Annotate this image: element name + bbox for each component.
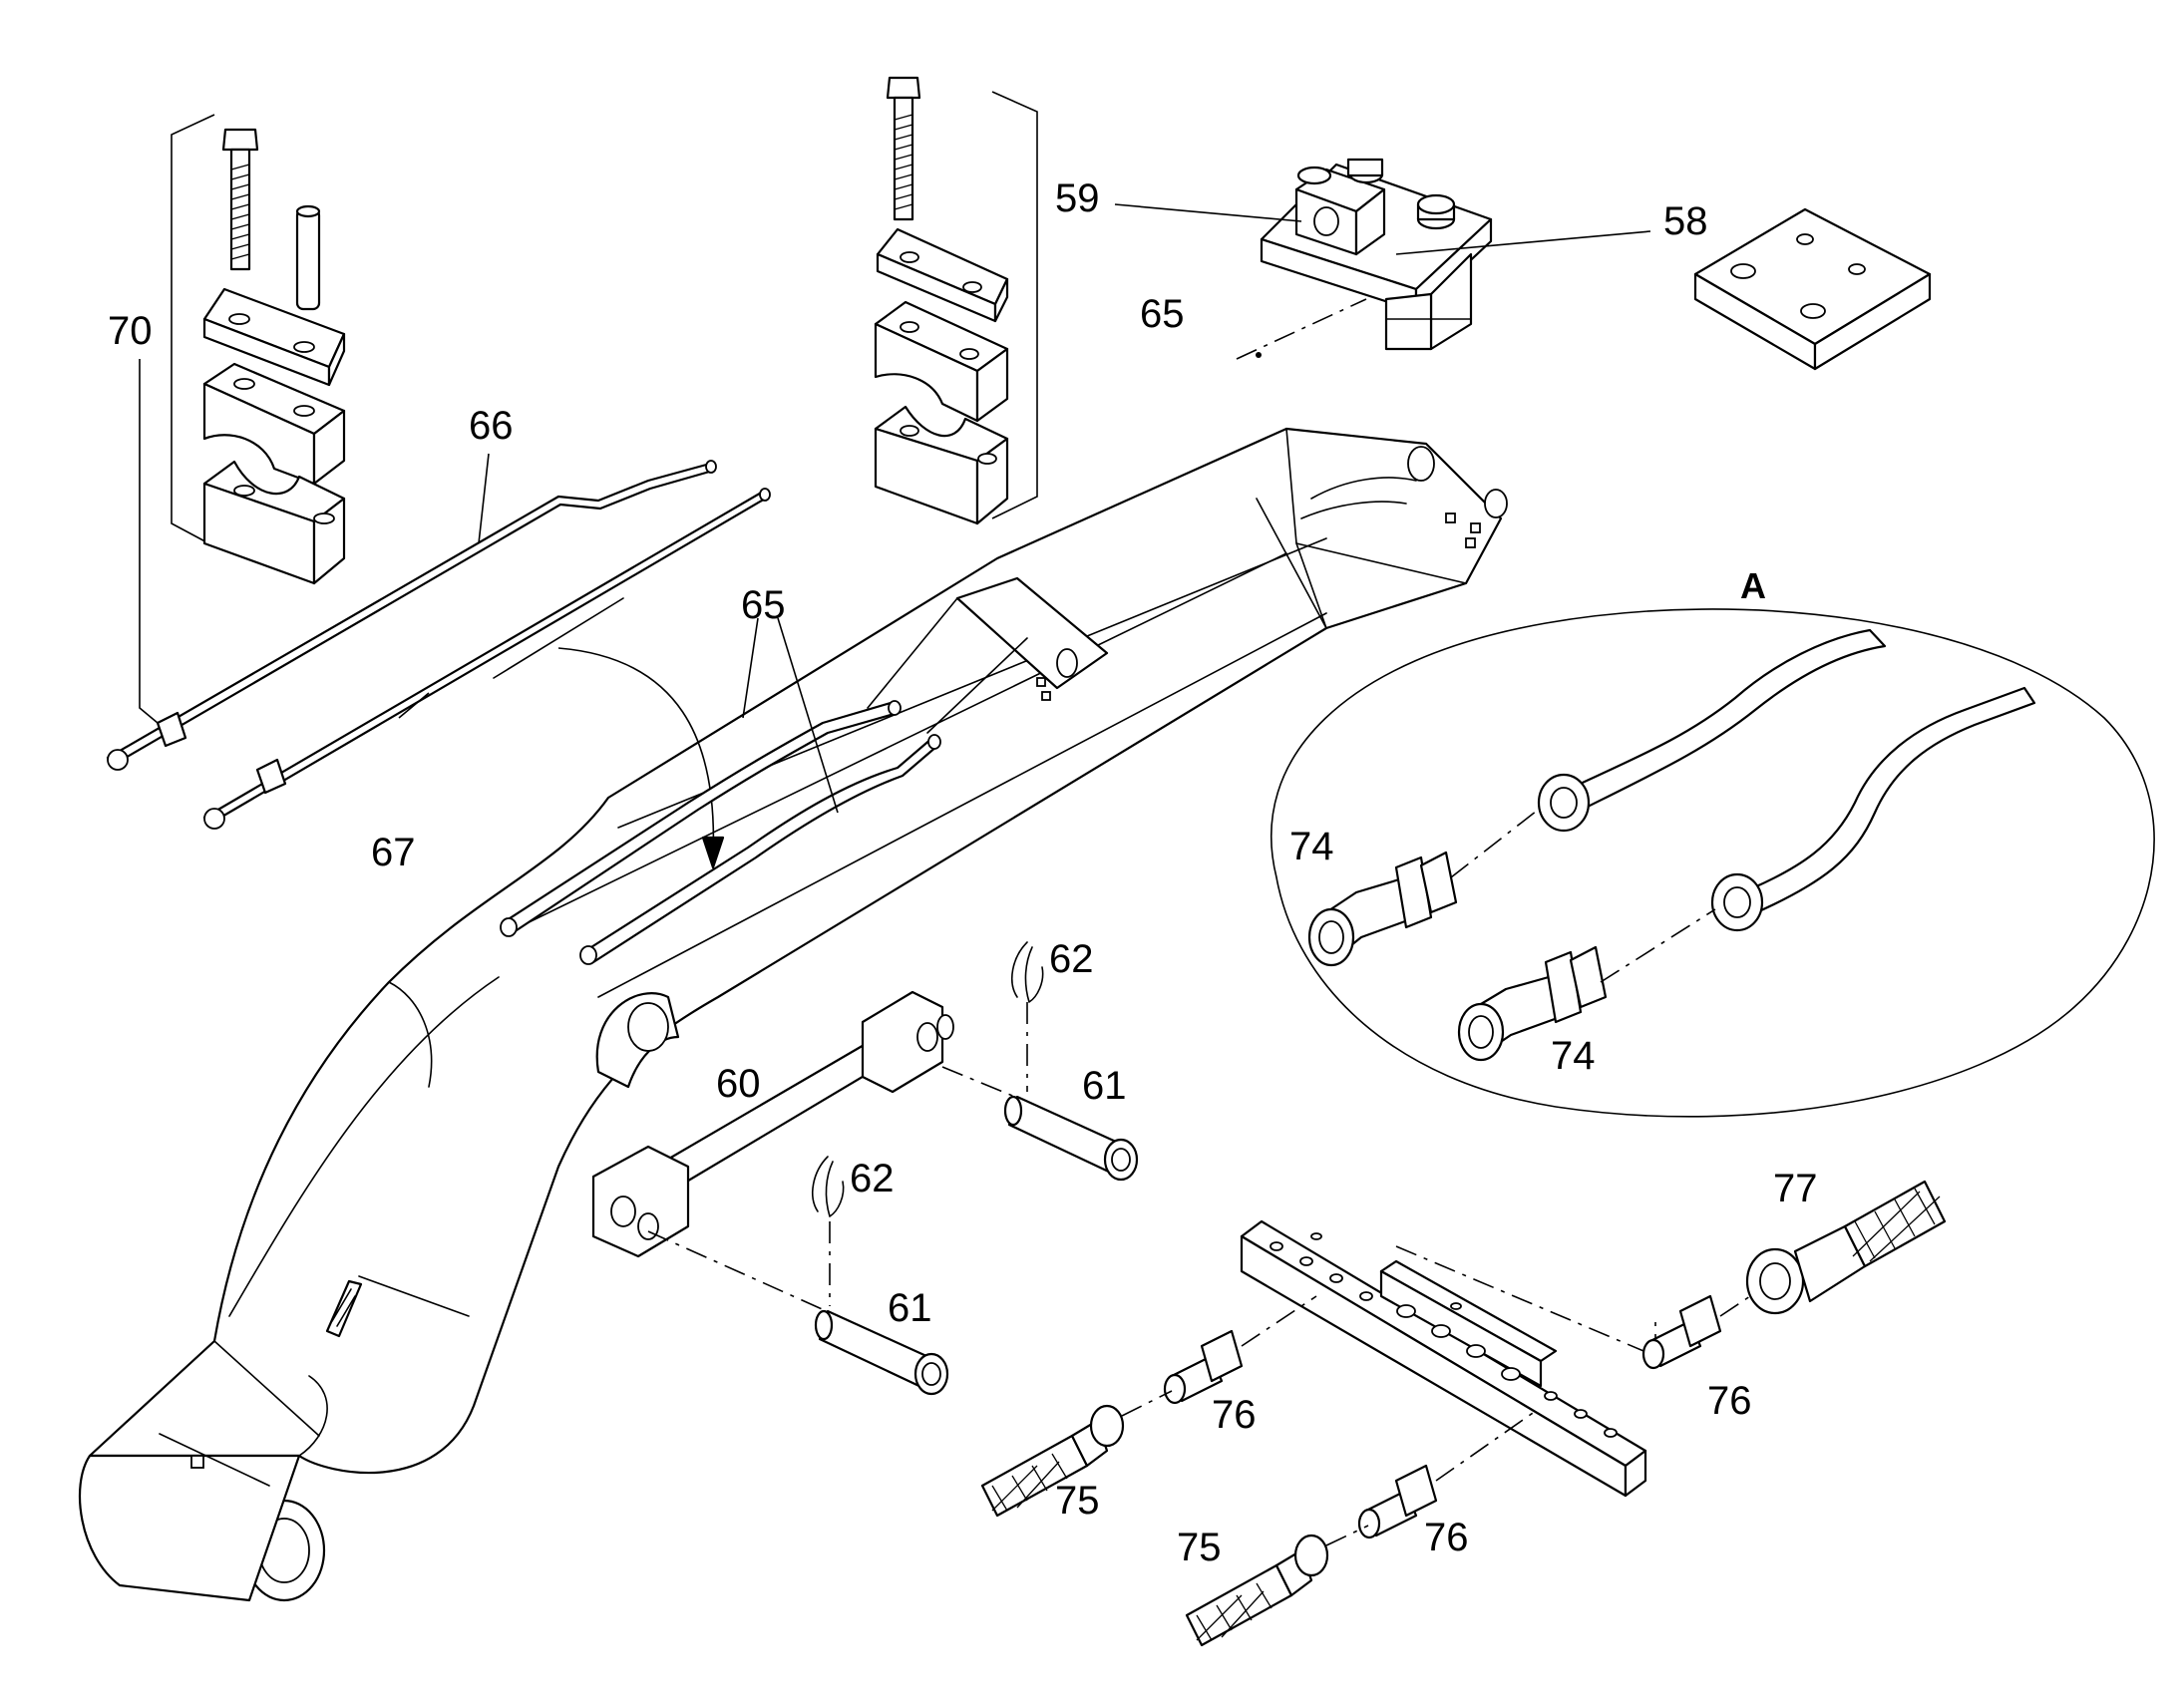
callout-62-lower: 62 <box>850 1157 895 1200</box>
callout-76-c: 76 <box>1707 1379 1752 1423</box>
callout-66: 66 <box>469 404 514 448</box>
clip-62-lower <box>812 1156 845 1306</box>
clamp-set-left <box>171 114 346 585</box>
callout-75-b: 75 <box>1177 1526 1222 1569</box>
callout-60: 60 <box>716 1062 761 1106</box>
adapter-74-upper <box>1307 851 1458 967</box>
steel-lines-65 <box>500 700 941 965</box>
detail-a-view <box>1271 608 2155 1118</box>
cylinder-60 <box>591 990 1028 1317</box>
callout-59: 59 <box>1055 176 1100 220</box>
fitting-76-c <box>1641 1294 1722 1370</box>
bracket-assembly-58-59 <box>1114 158 1651 360</box>
hose-77 <box>1719 1180 1947 1317</box>
fitting-76-b <box>1357 1410 1537 1539</box>
hose-75-b <box>1185 1525 1369 1647</box>
callout-65-center: 65 <box>741 583 786 627</box>
callout-leaders <box>742 617 839 814</box>
callout-70: 70 <box>108 309 153 353</box>
detail-letter-a: A <box>1740 565 1766 606</box>
adapter-74-lower <box>1457 945 1608 1062</box>
callout-75-a: 75 <box>1055 1479 1100 1523</box>
callout-74-lower: 74 <box>1551 1034 1596 1078</box>
callout-62-upper: 62 <box>1049 937 1094 981</box>
callout-61-upper: 61 <box>1082 1064 1127 1108</box>
mounting-plate <box>1693 207 1932 371</box>
callout-58: 58 <box>1663 199 1708 243</box>
callout-76-b: 76 <box>1424 1516 1469 1559</box>
callout-61-lower: 61 <box>888 1286 932 1330</box>
boom-arm <box>78 427 1508 1602</box>
manifold-block <box>1240 1219 1656 1498</box>
clip-62-upper <box>1011 941 1044 1092</box>
callout-76-a: 76 <box>1212 1393 1257 1437</box>
clamp-set-center <box>874 76 1038 525</box>
steel-lines-66-67 <box>106 359 771 830</box>
hose-75-a <box>980 1390 1173 1518</box>
pin-61-upper <box>1003 1095 1139 1182</box>
pin-61-lower <box>814 1309 949 1396</box>
fitting-76-a <box>1163 1295 1317 1405</box>
callout-74-upper: 74 <box>1289 825 1334 868</box>
callout-67: 67 <box>371 831 416 874</box>
callout-77: 77 <box>1773 1167 1818 1210</box>
callout-65-upper: 65 <box>1140 292 1185 336</box>
